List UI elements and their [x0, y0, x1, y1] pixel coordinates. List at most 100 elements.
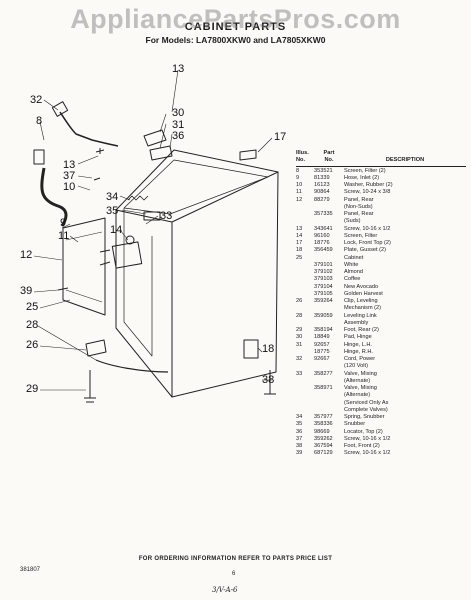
- table-row: Assembly: [296, 320, 466, 327]
- screw-39: [57, 287, 69, 291]
- callout-33: 33: [160, 210, 173, 222]
- illus-no-cell: [296, 218, 314, 225]
- illus-no-cell: [296, 291, 314, 298]
- description-cell: Panel, Rear: [344, 211, 374, 217]
- illus-no-cell: [296, 385, 314, 392]
- description-cell: (Suds): [344, 218, 361, 225]
- mixing-valve: [111, 241, 143, 269]
- illus-no-cell: [296, 378, 314, 385]
- description-cell: Screw, 10-24 x 3/8: [344, 189, 391, 196]
- description-cell: Cord, Power: [344, 356, 376, 362]
- part-no-cell: [314, 204, 344, 211]
- inlet-hose: [40, 167, 68, 227]
- description-cell: Pad, Hinge: [344, 334, 372, 341]
- part-no-cell: 358194: [314, 327, 333, 333]
- part-no-cell: 379102: [314, 269, 333, 275]
- callout-8: 8: [36, 115, 43, 127]
- description-cell: New Avocado: [344, 283, 379, 290]
- part-no-cell: 357977: [314, 414, 333, 420]
- illus-no-cell: 32: [296, 356, 303, 362]
- description-cell: Hose, Inlet (2): [344, 174, 380, 181]
- part-no-cell: 92667: [314, 356, 330, 362]
- part-no-cell: [314, 400, 344, 407]
- callout-11: 11: [58, 230, 70, 242]
- illus-no-cell: 8: [296, 167, 300, 174]
- description-cell: Valve, Mixing: [344, 385, 377, 391]
- illus-no-cell: [296, 320, 314, 327]
- description-cell: Snubber: [344, 421, 366, 428]
- callout-34: 34: [106, 191, 119, 203]
- callout-10: 10: [63, 181, 76, 193]
- callout-17: 17: [274, 131, 287, 143]
- valve-inlets: [99, 249, 111, 266]
- part-no-cell: [314, 305, 344, 312]
- description-cell: (120 Volt): [344, 363, 368, 370]
- leveling-clip: [85, 339, 107, 357]
- description-cell: Screw, 10-16 x 1/2: [344, 435, 391, 442]
- callout-14: 14: [110, 224, 123, 236]
- part-no-cell: 359264: [314, 298, 333, 304]
- illus-no-cell: [296, 204, 314, 211]
- table-row: 379105 Golden Harvest: [296, 291, 466, 298]
- illus-no-cell: 36: [296, 428, 303, 435]
- handwritten-note: 3/V-A-6: [212, 586, 238, 594]
- illus-no-cell: 29: [296, 327, 303, 333]
- description-cell: Screw, 10-16 x 1/2: [344, 225, 391, 232]
- models-subtitle: For Models: LA7800XKW0 and LA7805XKW0: [145, 35, 326, 45]
- illus-no-cell: [296, 363, 314, 370]
- illus-no-cell: 10: [296, 182, 303, 188]
- hinge: [149, 145, 173, 161]
- illus-no-cell: [296, 407, 314, 414]
- callout-29: 29: [26, 383, 39, 395]
- valve-solenoid: [125, 235, 135, 245]
- part-no-cell: [314, 218, 344, 225]
- hinge-pad: [143, 129, 167, 147]
- callout-13-left: 13: [63, 159, 76, 171]
- callout-25: 25: [26, 301, 39, 313]
- callout-9: 9: [60, 217, 67, 229]
- illus-no-cell: 30: [296, 334, 303, 341]
- description-cell: Plate, Gusset (2): [344, 247, 386, 254]
- rear-panel-lip: [65, 231, 103, 303]
- screw-13a: [95, 148, 105, 154]
- illus-no-cell: [296, 400, 314, 407]
- description-cell: Washer, Rubber (2): [344, 182, 393, 188]
- parts-list-header: Illus. No. Part No. DESCRIPTION: [296, 150, 466, 167]
- description-cell: Complete Valves): [344, 406, 388, 413]
- illus-no-cell: [296, 262, 314, 269]
- part-no-cell: 18775: [314, 348, 330, 355]
- description-cell: (Non-Suds): [344, 203, 373, 210]
- snubber-spring: [127, 195, 149, 201]
- table-row: 13 343641 Screw, 10-16 x 1/2: [296, 226, 466, 233]
- illus-no-cell: 9: [296, 174, 300, 181]
- rear-foot: [84, 370, 96, 403]
- callout-12: 12: [20, 249, 33, 261]
- table-row: (Non-Suds): [296, 204, 466, 211]
- illus-no-cell: 39: [296, 450, 303, 457]
- cabinet-top-front: [115, 171, 279, 223]
- illus-no-cell: 13: [296, 225, 303, 232]
- part-no-cell: 379105: [314, 290, 333, 297]
- description-cell: Foot, Front (2): [344, 443, 380, 449]
- part-no-cell: 379104: [314, 283, 333, 290]
- table-row: Complete Valves): [296, 407, 466, 414]
- part-no-cell: 16123: [314, 182, 330, 188]
- part-no-cell: 379101: [314, 261, 333, 268]
- description-cell: Hinge, R.H.: [344, 348, 373, 355]
- part-no-cell: 18776: [314, 240, 330, 246]
- description-cell: Golden Harvest: [344, 290, 383, 297]
- illus-no-cell: 26: [296, 298, 303, 304]
- power-plug: [51, 101, 69, 117]
- part-no-cell: 343641: [314, 225, 333, 232]
